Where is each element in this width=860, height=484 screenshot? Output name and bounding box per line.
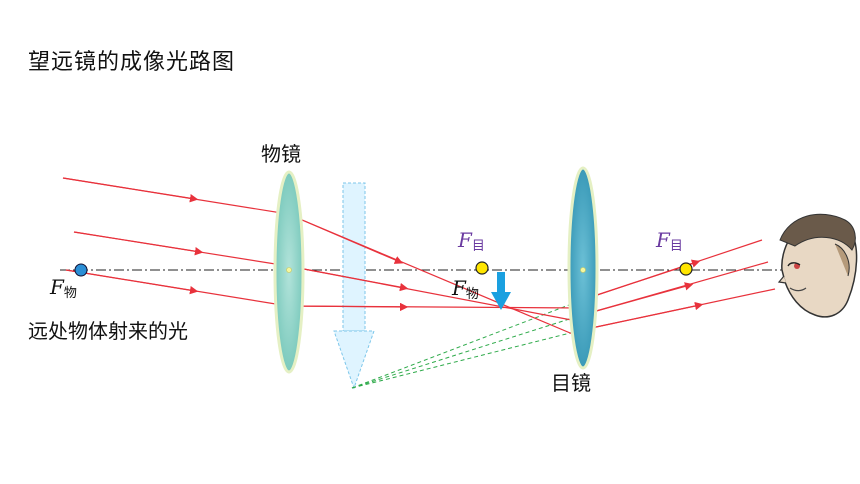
diagram-title: 望远镜的成像光路图 <box>28 50 236 75</box>
eyepiece-left-focal-label: F目 <box>458 228 485 254</box>
distant-light-label: 远处物体射来的光 <box>28 319 188 343</box>
eyepiece-lens-label: 目镜 <box>551 371 591 395</box>
incoming-rays <box>62 177 289 307</box>
objective-lens-label: 物镜 <box>261 142 301 166</box>
eyepiece-right-focal-label: F目 <box>656 228 683 254</box>
objective-lens <box>273 170 305 374</box>
observer-face-icon <box>777 213 858 318</box>
eyepiece-lens <box>567 166 599 370</box>
converging-rays <box>287 213 583 339</box>
real-image-arrow <box>491 272 511 310</box>
eyepiece-right-focal-point <box>679 262 693 276</box>
virtual-image-arrow <box>333 182 375 390</box>
eyepiece-left-focal-point <box>475 261 489 275</box>
objective-left-focal-label: F物 <box>50 275 77 301</box>
emergent-rays <box>581 239 776 331</box>
objective-right-focal-label: F物 <box>452 276 479 302</box>
virtual-rays <box>351 299 583 389</box>
objective-left-focal-point <box>74 263 88 277</box>
